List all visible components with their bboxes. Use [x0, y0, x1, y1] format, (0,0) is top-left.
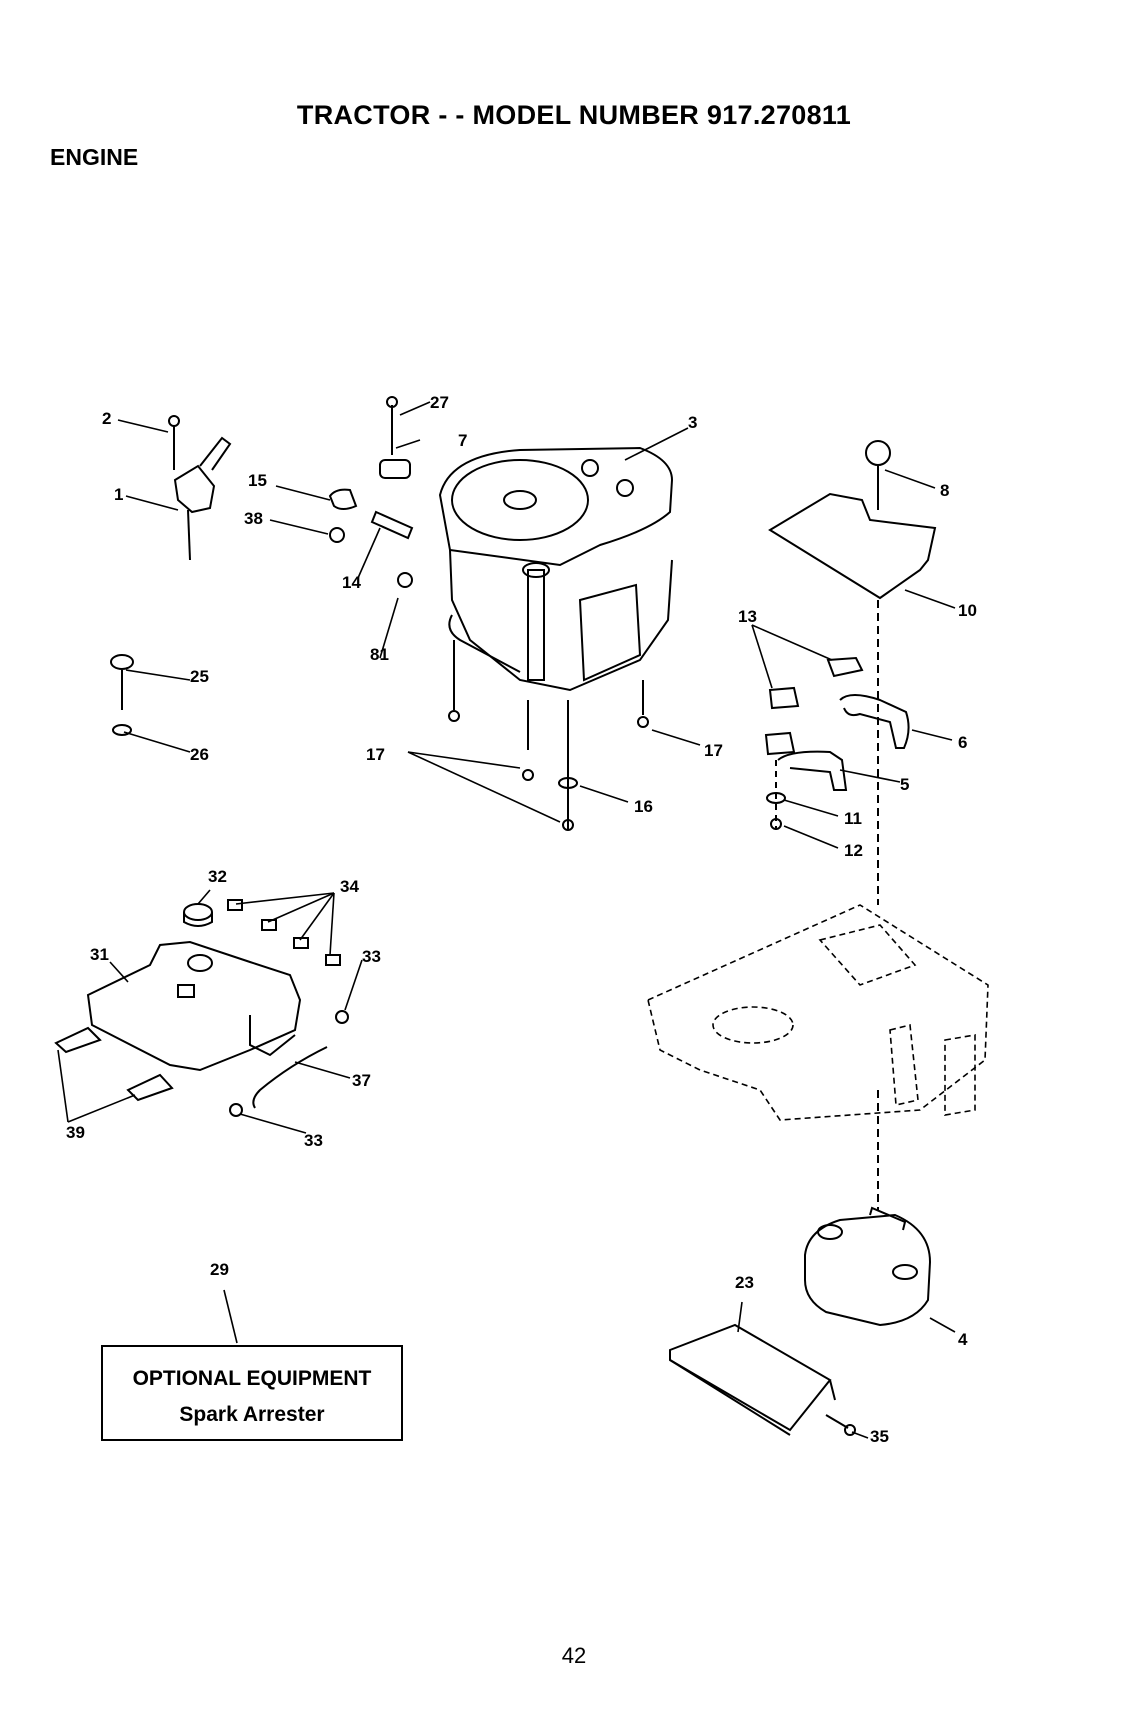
knob-parts [111, 655, 133, 735]
callout-38: 38 [244, 509, 263, 528]
callout-3: 3 [688, 413, 697, 432]
chassis-frame [648, 905, 988, 1120]
callout-33-bottom: 33 [304, 1131, 323, 1150]
callout-15: 15 [248, 471, 267, 490]
callout-31: 31 [90, 945, 109, 964]
callout-17-right: 17 [704, 741, 723, 760]
spark-arrester-parts [56, 900, 348, 1116]
callout-6: 6 [958, 733, 967, 752]
callout-26: 26 [190, 745, 209, 764]
engine-part [440, 448, 672, 690]
callout-17-left: 17 [366, 745, 385, 764]
callout-39: 39 [66, 1123, 85, 1142]
callout-10: 10 [958, 601, 977, 620]
callout-33-top: 33 [362, 947, 381, 966]
callout-5: 5 [900, 775, 909, 794]
callout-16: 16 [634, 797, 653, 816]
muffler-part [805, 1208, 930, 1325]
callout-14: 14 [342, 573, 361, 592]
callout-12: 12 [844, 841, 863, 860]
callout-13: 13 [738, 607, 757, 626]
callout-8: 8 [940, 481, 949, 500]
callout-37: 37 [352, 1071, 371, 1090]
fuel-fitting-parts [330, 397, 412, 587]
callout-34: 34 [340, 877, 359, 896]
callout-32: 32 [208, 867, 227, 886]
exhaust-pipe-parts [766, 658, 909, 830]
callout-7: 7 [458, 431, 467, 450]
page-number: 42 [0, 1643, 1148, 1669]
throttle-control-part [169, 416, 230, 560]
callout-81: 81 [370, 645, 389, 664]
diagram-drawing [56, 397, 988, 1438]
callout-35: 35 [870, 1427, 889, 1446]
callout-1: 1 [114, 485, 123, 504]
muffler-shield-part [670, 1325, 855, 1435]
callout-27: 27 [430, 393, 449, 412]
callout-29: 29 [210, 1260, 229, 1279]
callout-4: 4 [958, 1330, 968, 1349]
callout-23: 23 [735, 1273, 754, 1292]
callout-25: 25 [190, 667, 209, 686]
callout-11: 11 [844, 809, 862, 828]
callout-2: 2 [102, 409, 111, 428]
optional-equipment-heading: OPTIONAL EQUIPMENT [103, 1367, 401, 1391]
optional-equipment-box: OPTIONAL EQUIPMENT Spark Arrester [101, 1345, 403, 1441]
optional-equipment-item: Spark Arrester [103, 1403, 401, 1427]
